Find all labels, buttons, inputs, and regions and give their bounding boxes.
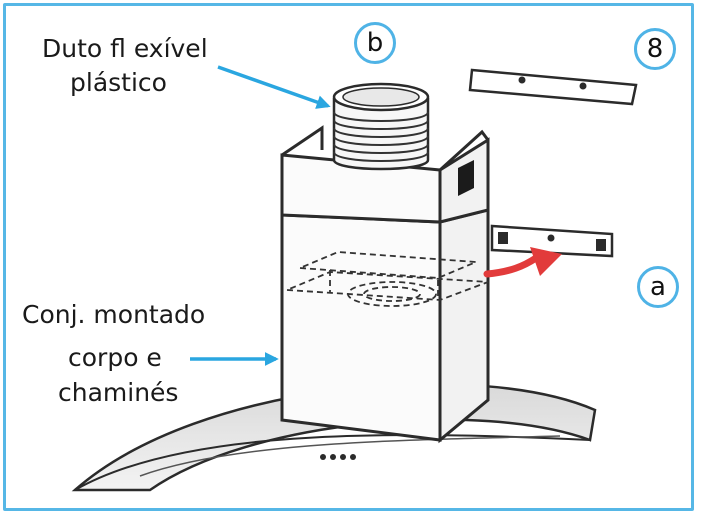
body-label-line1: Conj. montado <box>22 300 206 329</box>
badge-a: a <box>637 266 679 308</box>
internal-outline <box>286 251 489 307</box>
body-label-line3: chaminés <box>58 378 179 407</box>
upper-chimney <box>280 125 490 224</box>
top-mounting-bracket <box>468 68 638 106</box>
duct-label-line2: plástico <box>70 68 167 97</box>
body-label-line2: corpo e <box>68 343 162 372</box>
control-buttons <box>320 454 356 460</box>
side-mounting-bracket <box>490 224 614 258</box>
badge-b: b <box>354 22 396 64</box>
flexible-duct <box>332 82 430 171</box>
duct-label-line1: Duto fl exível <box>42 34 208 63</box>
duct-pointer-arrow <box>217 65 331 109</box>
red-motion-arrow <box>483 247 562 278</box>
diagram-frame <box>3 3 694 511</box>
badge-8: 8 <box>634 28 676 70</box>
lower-chimney <box>280 208 490 444</box>
